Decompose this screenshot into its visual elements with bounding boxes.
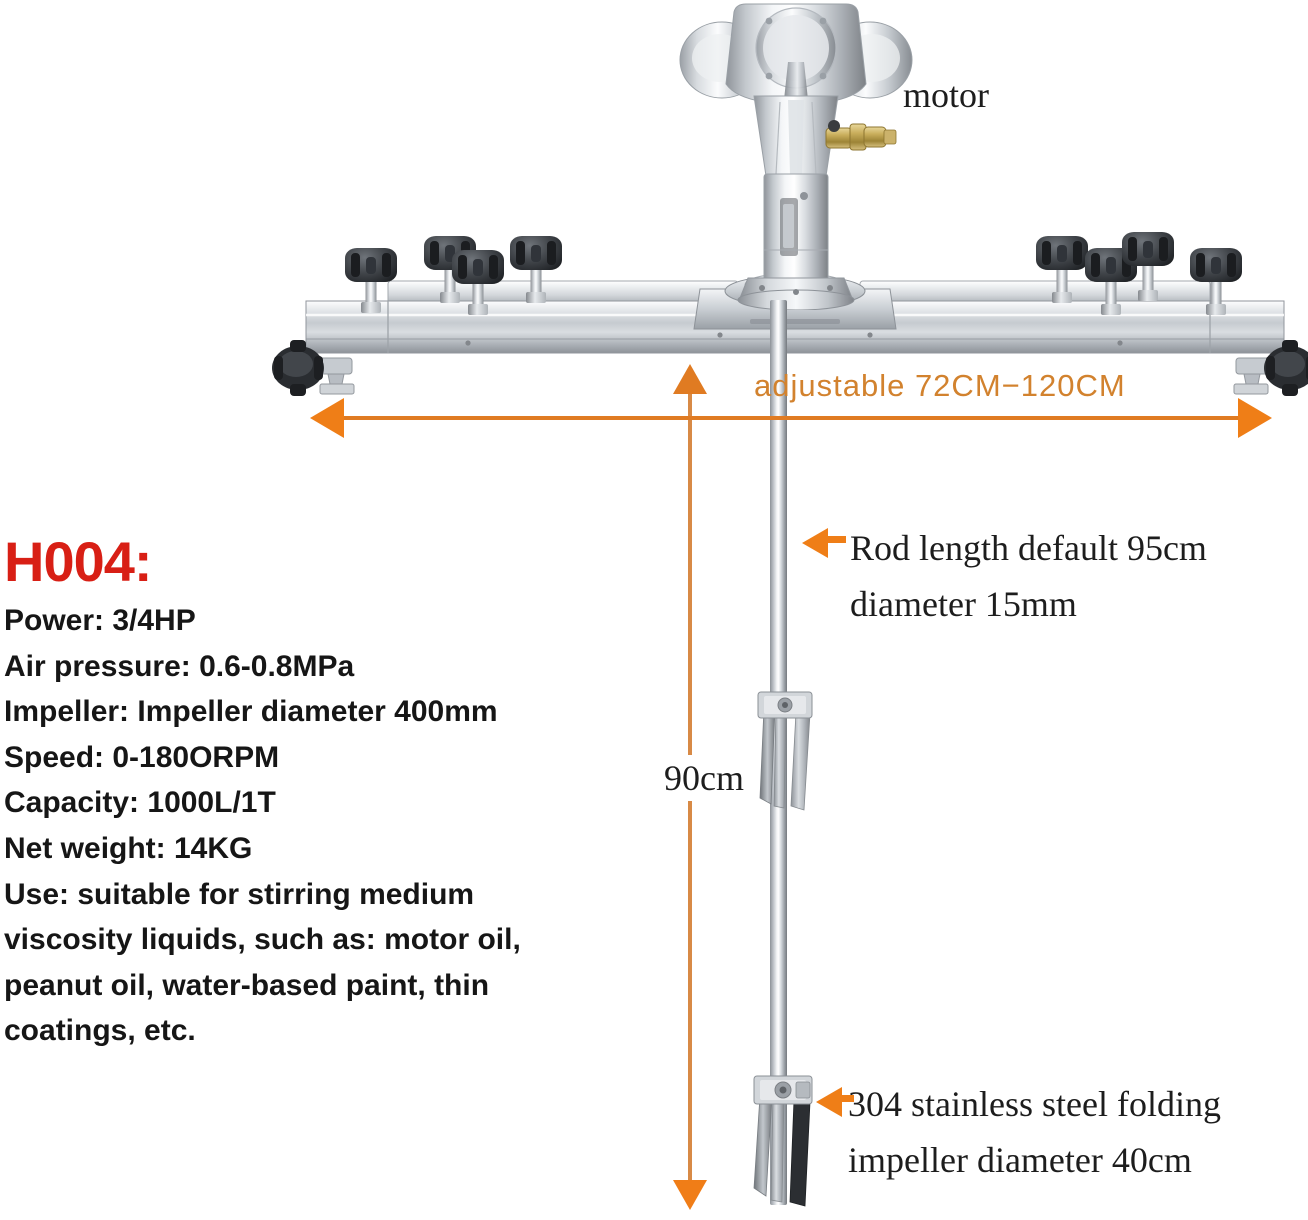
air-fitting xyxy=(825,120,897,151)
knob-lobe xyxy=(366,257,376,274)
folding-impeller-lower xyxy=(742,1070,832,1220)
pneumatic-motor-assembly xyxy=(676,0,916,311)
arrow-right-icon xyxy=(1238,398,1272,438)
rod-callout-line-1: Rod length default 95cm xyxy=(850,528,1207,568)
knob-lobe xyxy=(445,245,455,262)
width-dimension-line xyxy=(330,416,1260,420)
knob-stem xyxy=(444,260,456,302)
knob-stem xyxy=(365,272,377,312)
end-clamp-left-svg xyxy=(272,340,355,396)
motor-svg xyxy=(679,3,913,311)
impeller-callout-line-2: impeller diameter 40cm xyxy=(848,1139,1192,1180)
arrow-up-icon xyxy=(673,364,707,394)
arrow-down-icon xyxy=(673,1180,707,1210)
spec-speed: Speed: 0-180ORPM xyxy=(4,740,280,774)
impeller-upper-svg xyxy=(757,691,813,811)
rod-callout-line-2: diameter 15mm xyxy=(850,583,1077,624)
knob-lobe xyxy=(473,259,483,276)
clamp-knob[interactable] xyxy=(345,248,397,314)
spec-impeller: Impeller: Impeller diameter 400mm xyxy=(4,695,498,729)
knob-nut xyxy=(1052,292,1072,303)
product-spec-block: H004: Power: 3/4HP Air pressure: 0.6-0.8… xyxy=(4,534,604,1054)
impeller-callout: 304 stainless steel folding impeller dia… xyxy=(848,1077,1221,1189)
spec-air-pressure: Air pressure: 0.6-0.8MPa xyxy=(4,649,355,683)
knob-nut xyxy=(440,292,460,303)
knob-nut xyxy=(1206,304,1226,315)
arrow-left-icon xyxy=(310,398,344,438)
end-clamp-left[interactable] xyxy=(270,340,360,415)
knob-stem xyxy=(530,260,542,302)
height-dimension-label: 90cm xyxy=(660,755,748,801)
knob-stem xyxy=(1105,272,1117,314)
knob-head xyxy=(345,248,397,282)
product-model-title: H004: xyxy=(4,530,153,593)
clamp-knob[interactable] xyxy=(510,236,562,303)
knob-lobe xyxy=(531,245,541,262)
knob-stem xyxy=(1210,272,1222,314)
knob-lobe xyxy=(1106,257,1116,274)
knob-nut xyxy=(526,292,546,303)
impeller-lower-svg xyxy=(753,1075,813,1207)
impeller-callout-leader-line xyxy=(840,1095,854,1102)
knob-stem xyxy=(1142,256,1154,300)
end-clamp-right-svg xyxy=(1233,340,1308,396)
knob-head xyxy=(1122,232,1174,266)
knob-head xyxy=(1036,236,1088,270)
knob-stem xyxy=(1056,260,1068,302)
arrow-pointer-left-icon xyxy=(802,528,828,558)
spec-net-weight: Net weight: 14KG xyxy=(4,831,253,865)
knob-nut xyxy=(361,302,381,313)
clamp-knob[interactable] xyxy=(452,250,504,316)
end-clamp-right[interactable] xyxy=(1228,340,1308,415)
knob-nut xyxy=(468,304,488,315)
knob-lobe xyxy=(1211,257,1221,274)
knob-head xyxy=(1190,248,1242,282)
rod-callout-leader-line xyxy=(826,536,846,543)
clamp-knob[interactable] xyxy=(1122,232,1174,301)
knob-head xyxy=(452,250,504,284)
knob-stem xyxy=(472,274,484,314)
knob-lobe xyxy=(1143,241,1153,258)
knob-lobe xyxy=(1057,245,1067,262)
rod-callout: Rod length default 95cm diameter 15mm xyxy=(850,521,1207,633)
spec-power: Power: 3/4HP xyxy=(4,604,196,637)
spec-use: Use: suitable for stirring medium viscos… xyxy=(4,877,521,1048)
knob-nut xyxy=(1138,290,1158,301)
knob-head xyxy=(510,236,562,270)
motor-label: motor xyxy=(903,75,989,115)
arrow-pointer-left-icon xyxy=(816,1087,842,1117)
folding-impeller-upper xyxy=(744,688,830,833)
knob-nut xyxy=(1101,304,1121,315)
impeller-callout-line-1: 304 stainless steel folding xyxy=(848,1084,1221,1124)
clamp-knob[interactable] xyxy=(1036,236,1088,303)
clamp-knob[interactable] xyxy=(1190,248,1242,315)
spec-capacity: Capacity: 1000L/1T xyxy=(4,786,276,820)
width-dimension-label: adjustable 72CM−120CM xyxy=(754,368,1126,403)
